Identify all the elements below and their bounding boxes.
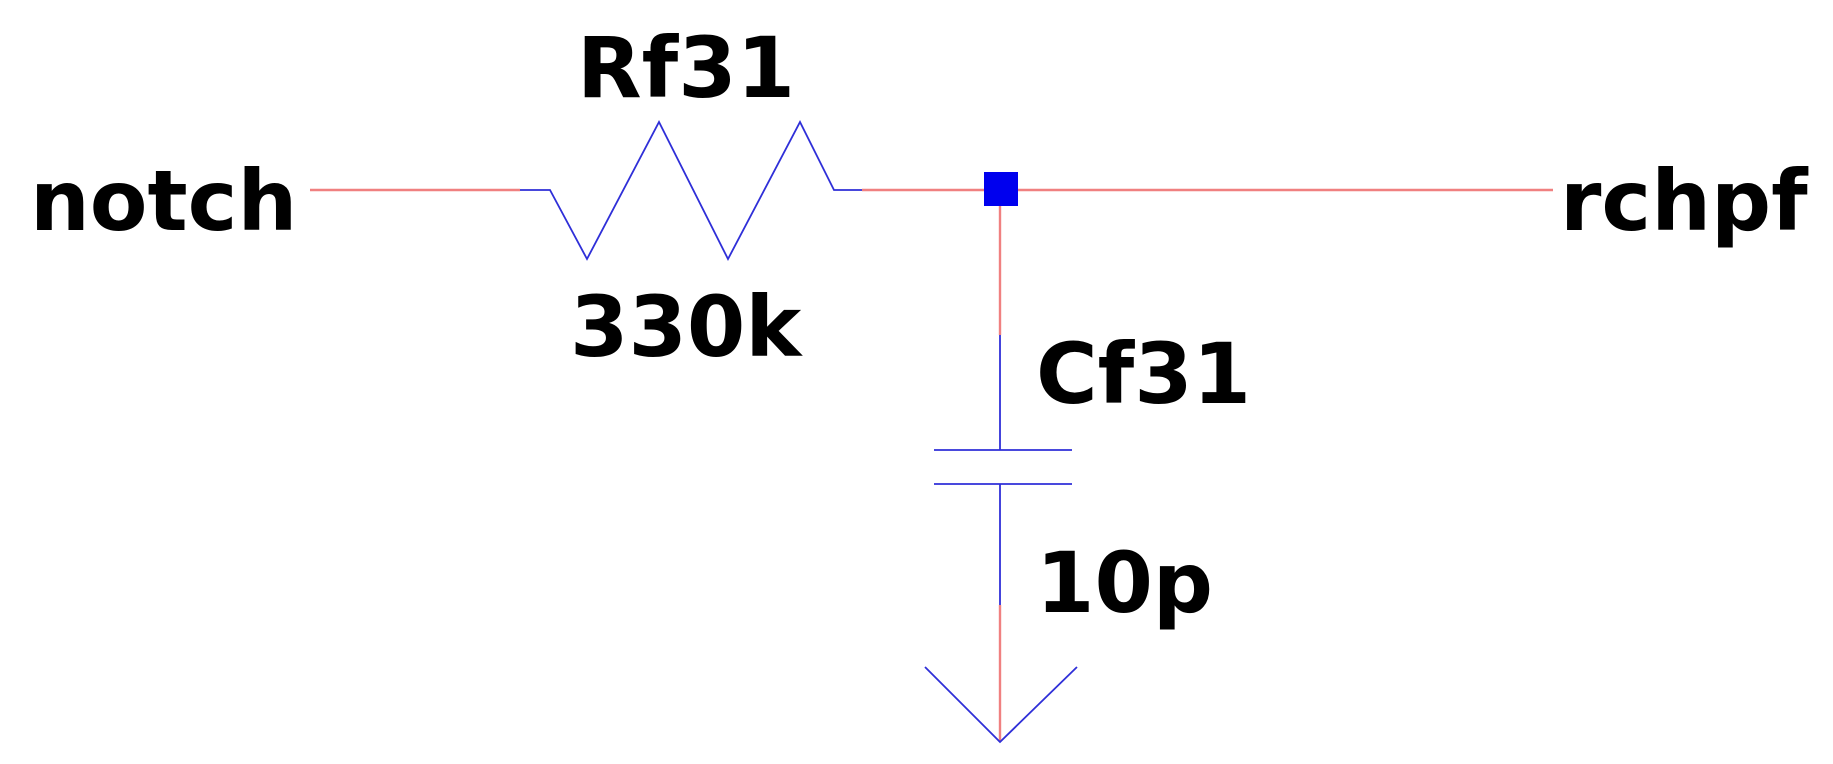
net-label-output: rchpf (1560, 152, 1809, 250)
junction-node (984, 172, 1018, 206)
capacitor-value: 10p (1036, 534, 1213, 632)
net-label-input: notch (30, 152, 297, 250)
resistor-value: 330k (570, 278, 803, 376)
resistor-rf31-symbol (520, 120, 862, 261)
capacitor-reference: Cf31 (1036, 325, 1251, 423)
ground-icon (924, 666, 1078, 744)
resistor-reference: Rf31 (577, 19, 795, 117)
